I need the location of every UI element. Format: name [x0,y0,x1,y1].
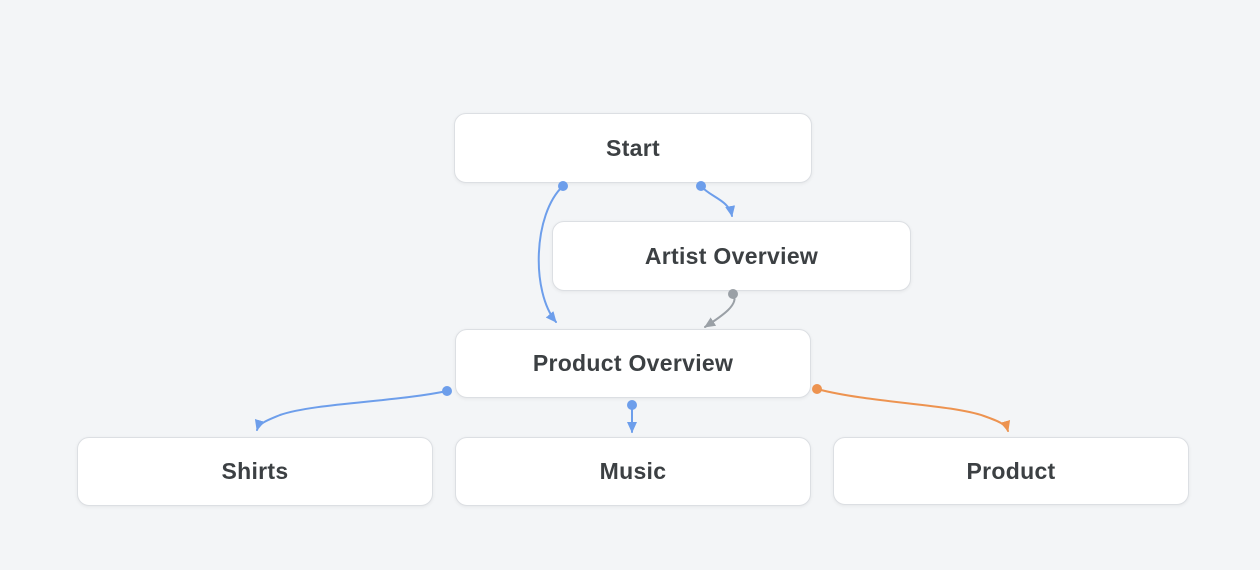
node-start[interactable]: Start [454,113,812,183]
node-artist-overview[interactable]: Artist Overview [552,221,911,291]
edge-start-to-artist-overview [700,185,736,217]
node-shirts-label: Shirts [221,458,289,484]
node-shirts[interactable]: Shirts [77,437,433,506]
edge-source-dot [627,400,637,410]
node-start-label: Start [606,134,660,161]
node-product-overview-label: Product Overview [532,350,734,376]
node-product[interactable]: Product [833,437,1189,505]
node-product-overview[interactable]: Product Overview [455,329,811,398]
edge-artist-overview-to-product-overview [704,293,736,328]
edge-product-overview-to-product [816,388,1011,432]
node-music-label: Music [599,458,667,484]
node-artist-overview-label: Artist Overview [644,242,819,269]
edge-product-overview-to-shirts [254,390,448,431]
node-product-label: Product [966,457,1056,484]
edge-source-dot [812,384,822,394]
node-music[interactable]: Music [455,437,811,506]
edge-source-dot [442,386,452,396]
